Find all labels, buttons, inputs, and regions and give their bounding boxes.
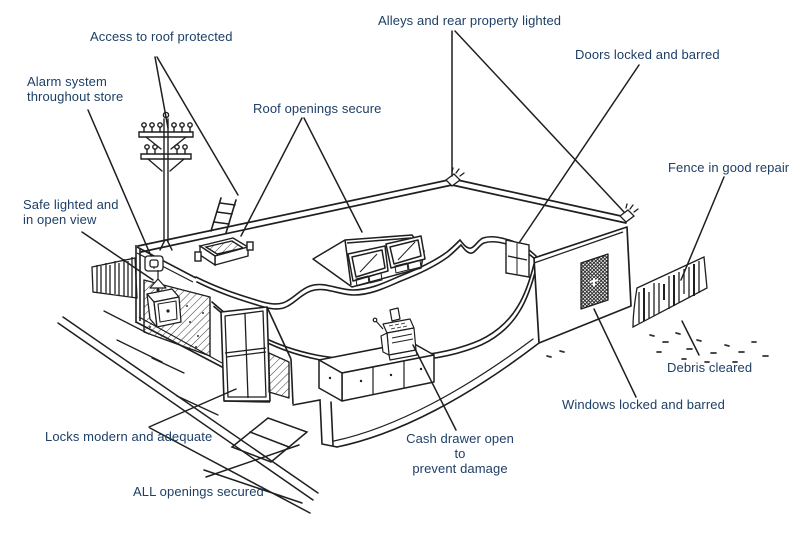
leader-locks-modern	[148, 388, 237, 428]
callout-all-openings: ALL openings secured	[133, 484, 264, 499]
callout-alleys-lighted: Alleys and rear property lighted	[378, 13, 562, 28]
leader-alarm-system	[87, 109, 152, 257]
leader-doors-locked	[518, 64, 640, 244]
cash-register	[372, 307, 418, 361]
utility-pole	[138, 111, 194, 251]
rear-fence	[632, 256, 708, 329]
leader-debris-cleared	[681, 320, 700, 356]
insulators-upper	[141, 122, 193, 133]
roof-ladder	[210, 197, 237, 234]
leader-roof-openings	[240, 117, 363, 237]
roof-edges	[137, 178, 631, 253]
left-fence	[91, 257, 138, 299]
safe	[146, 288, 182, 328]
alarm-box	[144, 255, 164, 272]
callout-roof-openings: Roof openings secure	[253, 101, 382, 116]
safe-lamp	[149, 270, 167, 292]
floodlight-right	[619, 203, 639, 223]
rear-floodlights	[445, 167, 639, 223]
callout-leader-lines	[81, 30, 725, 478]
leader-access-roof	[154, 56, 239, 196]
window-speckles	[149, 305, 204, 348]
callout-access-roof: Access to roof protected	[90, 29, 233, 44]
callout-fence-repair: Fence in good repair	[668, 160, 790, 175]
rear-door	[505, 239, 530, 278]
leader-all-openings	[205, 444, 300, 478]
roof-vent	[194, 237, 254, 267]
leader-alleys-lighted	[451, 30, 625, 213]
leader-windows-locked	[593, 308, 637, 398]
pavement-joint-marks	[103, 310, 219, 416]
front-door	[220, 306, 271, 402]
open-cash-drawer	[388, 349, 418, 361]
floodlight-left	[445, 167, 465, 187]
callout-locks-modern: Locks modern and adequate	[45, 429, 213, 444]
leader-safe-lighted	[81, 231, 154, 281]
display-window-right	[268, 352, 290, 399]
callout-safe-lighted: Safe lighted and in open view	[23, 197, 119, 227]
skylight-window-left	[347, 245, 389, 287]
barred-window	[580, 253, 609, 310]
street-and-sidewalk	[57, 310, 319, 514]
building-base	[292, 338, 540, 448]
leader-cash-drawer	[412, 344, 457, 431]
register-keys	[388, 322, 414, 344]
callout-cash-drawer: Cash drawer open to prevent damage	[406, 431, 514, 476]
right-wall	[533, 226, 632, 344]
callout-debris-cleared: Debris cleared	[667, 360, 753, 375]
callout-doors-locked: Doors locked and barred	[575, 47, 720, 62]
leader-fence-repair	[680, 176, 725, 281]
sidewalk-cellar-doors	[230, 417, 309, 463]
skylight-window-right	[385, 235, 426, 274]
callout-windows-locked: Windows locked and barred	[562, 397, 725, 412]
skylight	[312, 234, 426, 288]
ground-debris	[546, 332, 769, 363]
insulators-lower	[144, 144, 188, 155]
callout-alarm-system: Alarm system throughout store	[27, 74, 124, 104]
